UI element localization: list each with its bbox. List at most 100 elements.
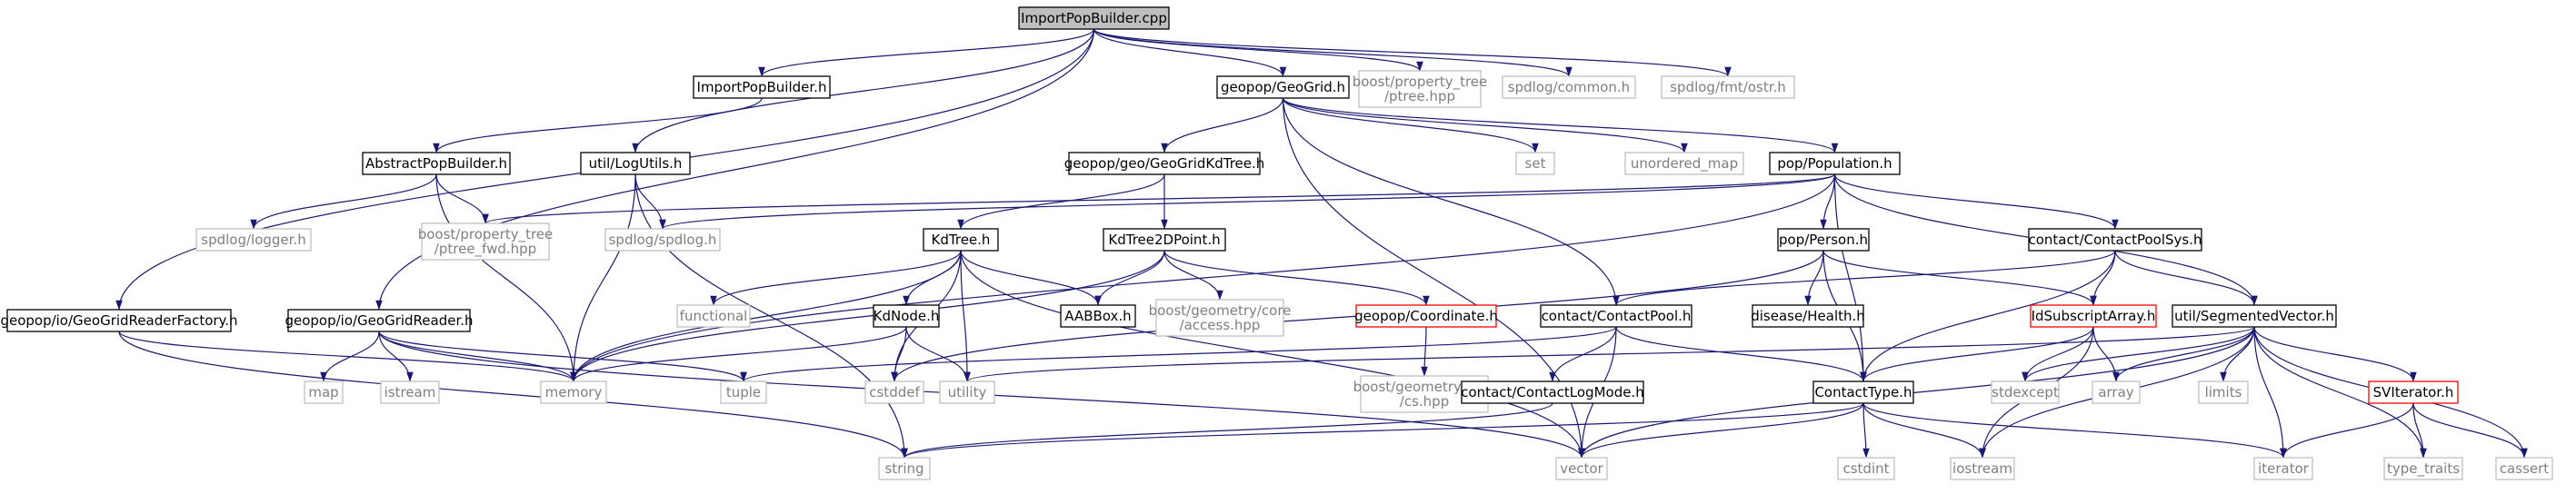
node-utility: utility bbox=[939, 380, 995, 404]
node-kdnode-h[interactable]: KdNode.h bbox=[873, 304, 940, 328]
node-box bbox=[1777, 228, 1870, 252]
edge-importpop_cpp-to-spdlog_ostr bbox=[1093, 28, 1732, 77]
edge-importpop_cpp-to-logutils_h bbox=[632, 28, 1095, 153]
node-label: geopop/GeoGrid.h bbox=[1221, 79, 1345, 95]
edge-geogrid_h-to-geogridkdtree_h bbox=[1161, 97, 1284, 153]
node-box bbox=[1555, 457, 1608, 480]
node-array: array bbox=[2092, 380, 2141, 404]
node-importpopbuilder-h[interactable]: ImportPopBuilder.h bbox=[693, 75, 831, 99]
node-kdtree-h[interactable]: KdTree.h bbox=[923, 228, 999, 252]
edge-geogridreaderfactory_h-to-string bbox=[118, 331, 908, 459]
node-boost-property-tree-ptree-fwd-hpp: boost/property_tree/ptree_fwd.hpp bbox=[418, 222, 554, 261]
node-geopop-coordinate-h[interactable]: geopop/Coordinate.h bbox=[1354, 304, 1498, 328]
node-label: istream bbox=[384, 384, 436, 400]
edge-contactpoolsys_h-to-segmentedvector_h bbox=[2114, 250, 2258, 306]
node-label: iterator bbox=[2258, 460, 2310, 477]
node-label: string bbox=[884, 460, 924, 477]
node-label: contact/ContactPool.h bbox=[1542, 308, 1692, 324]
node-unordered-map: unordered_map bbox=[1624, 152, 1744, 175]
node-vector: vector bbox=[1555, 457, 1608, 480]
edge-importpop_cpp-to-importpop_h bbox=[758, 28, 1095, 77]
node-label: KdTree.h bbox=[932, 232, 991, 248]
node-type-traits: type_traits bbox=[2383, 457, 2463, 480]
node-box bbox=[1502, 75, 1636, 99]
node-box bbox=[2368, 380, 2459, 404]
edge-population_h-to-memory bbox=[570, 173, 1836, 382]
edge-geogridreader_h-to-memory bbox=[378, 331, 577, 382]
node-pop-population-h[interactable]: pop/Population.h bbox=[1769, 152, 1901, 175]
edge-population_h-to-person_h bbox=[1820, 173, 1836, 230]
edge-contactlogmode_h-to-string bbox=[901, 402, 1553, 459]
edge-kdtree2dpoint_h-to-memory bbox=[570, 250, 1165, 382]
node-map: map bbox=[304, 380, 344, 404]
node-box bbox=[2028, 228, 2202, 252]
node-contact-contactpool-h[interactable]: contact/ContactPool.h bbox=[1540, 304, 1692, 328]
edges-layer bbox=[115, 28, 2528, 459]
edge-person_h-to-idsubscript_h bbox=[1822, 250, 2097, 306]
node-label: AbstractPopBuilder.h bbox=[365, 155, 507, 172]
node-label: AABBox.h bbox=[1064, 308, 1131, 324]
node-label: utility bbox=[948, 384, 987, 400]
node-box bbox=[676, 304, 751, 328]
node-box bbox=[1624, 152, 1744, 175]
edge-abstractpop_h-to-memory bbox=[435, 173, 577, 382]
node-label: geopop/geo/GeoGridKdTree.h bbox=[1064, 155, 1265, 172]
node-label: type_traits bbox=[2387, 460, 2460, 478]
edge-population_h-to-boost_ptree_fwd bbox=[482, 173, 1836, 224]
node-box bbox=[195, 228, 312, 252]
node-label: cassert bbox=[2500, 460, 2549, 477]
edge-importpop_cpp-to-boost_ptree bbox=[1093, 28, 1423, 72]
node-label: disease/Health.h bbox=[1751, 308, 1865, 324]
node-box bbox=[1068, 152, 1261, 175]
node-geopop-geogrid-h[interactable]: geopop/GeoGrid.h bbox=[1216, 75, 1350, 99]
edge-logutils_h-to-memory bbox=[570, 173, 636, 382]
node-box bbox=[421, 222, 550, 261]
edge-geogridreader_h-to-tuple bbox=[378, 331, 747, 382]
edge-kdtree_h-to-memory bbox=[570, 250, 962, 382]
node-contact-contactpoolsys-h[interactable]: contact/ContactPoolSys.h bbox=[2028, 228, 2202, 252]
node-geopop-io-geogridreaderfactory-h[interactable]: geopop/io/GeoGridReaderFactory.h bbox=[0, 309, 238, 332]
node-box bbox=[864, 380, 924, 404]
node-contact-contactlogmode-h[interactable]: contact/ContactLogMode.h bbox=[1461, 380, 1644, 404]
edge-contacttype_h-to-string bbox=[901, 402, 1864, 459]
edge-kdnode_h-to-memory bbox=[570, 326, 907, 382]
node-label: cstddef bbox=[869, 384, 920, 400]
node-geopop-io-geogridreader-h[interactable]: geopop/io/GeoGridReader.h bbox=[285, 309, 474, 332]
node-label: tuple bbox=[726, 384, 761, 400]
node-kdtree2dpoint-h[interactable]: KdTree2DPoint.h bbox=[1103, 228, 1226, 252]
edge-kdtree2dpoint_h-to-boost_access bbox=[1163, 250, 1223, 301]
node-box bbox=[1358, 70, 1482, 108]
node-iostream: iostream bbox=[1950, 457, 2015, 480]
node-label: memory bbox=[545, 384, 603, 400]
node-box bbox=[2383, 457, 2463, 480]
node-geopop-geo-geogridkdtree-h[interactable]: geopop/geo/GeoGridKdTree.h bbox=[1064, 152, 1265, 175]
node-label: ContactType.h bbox=[1814, 384, 1912, 400]
node-sviterator-h[interactable]: SVIterator.h bbox=[2368, 380, 2459, 404]
node-idsubscriptarray-h[interactable]: IdSubscriptArray.h bbox=[2030, 304, 2157, 328]
node-box bbox=[1018, 6, 1170, 30]
edge-contactpool_h-to-contactlogmode_h bbox=[1549, 326, 1617, 382]
node-abstractpopbuilder-h[interactable]: AbstractPopBuilder.h bbox=[362, 152, 511, 175]
node-box bbox=[287, 309, 471, 332]
node-importpopbuilder-cpp[interactable]: ImportPopBuilder.cpp bbox=[1018, 6, 1170, 30]
node-box bbox=[2495, 457, 2553, 480]
edge-segmentedvector_h-to-stdexcept bbox=[2022, 326, 2255, 382]
node-limits: limits bbox=[2198, 380, 2249, 404]
node-box bbox=[1216, 75, 1350, 99]
node-label: geopop/io/GeoGridReaderFactory.h bbox=[0, 312, 237, 329]
node-disease-health-h[interactable]: disease/Health.h bbox=[1751, 304, 1865, 328]
node-box bbox=[540, 380, 607, 404]
edge-sviterator_h-to-cassert bbox=[2412, 402, 2528, 459]
node-util-logutils-h[interactable]: util/LogUtils.h bbox=[580, 152, 691, 175]
edge-sviterator_h-to-type_traits bbox=[2412, 402, 2427, 459]
node-label: boost/property_tree bbox=[418, 226, 554, 243]
edge-segmentedvector_h-to-array bbox=[2112, 326, 2255, 382]
node-util-segmentedvector-h[interactable]: util/SegmentedVector.h bbox=[2172, 304, 2337, 328]
edge-person_h-to-health_h bbox=[1804, 250, 1824, 306]
node-aabbox-h[interactable]: AABBox.h bbox=[1060, 304, 1136, 328]
edge-kdtree_h-to-aabbox_h bbox=[960, 250, 1102, 306]
node-box bbox=[1661, 75, 1795, 99]
node-contacttype-h[interactable]: ContactType.h bbox=[1812, 380, 1914, 404]
node-pop-person-h[interactable]: pop/Person.h bbox=[1777, 228, 1870, 252]
edge-contactpool_h-to-contacttype_h bbox=[1615, 326, 1867, 382]
